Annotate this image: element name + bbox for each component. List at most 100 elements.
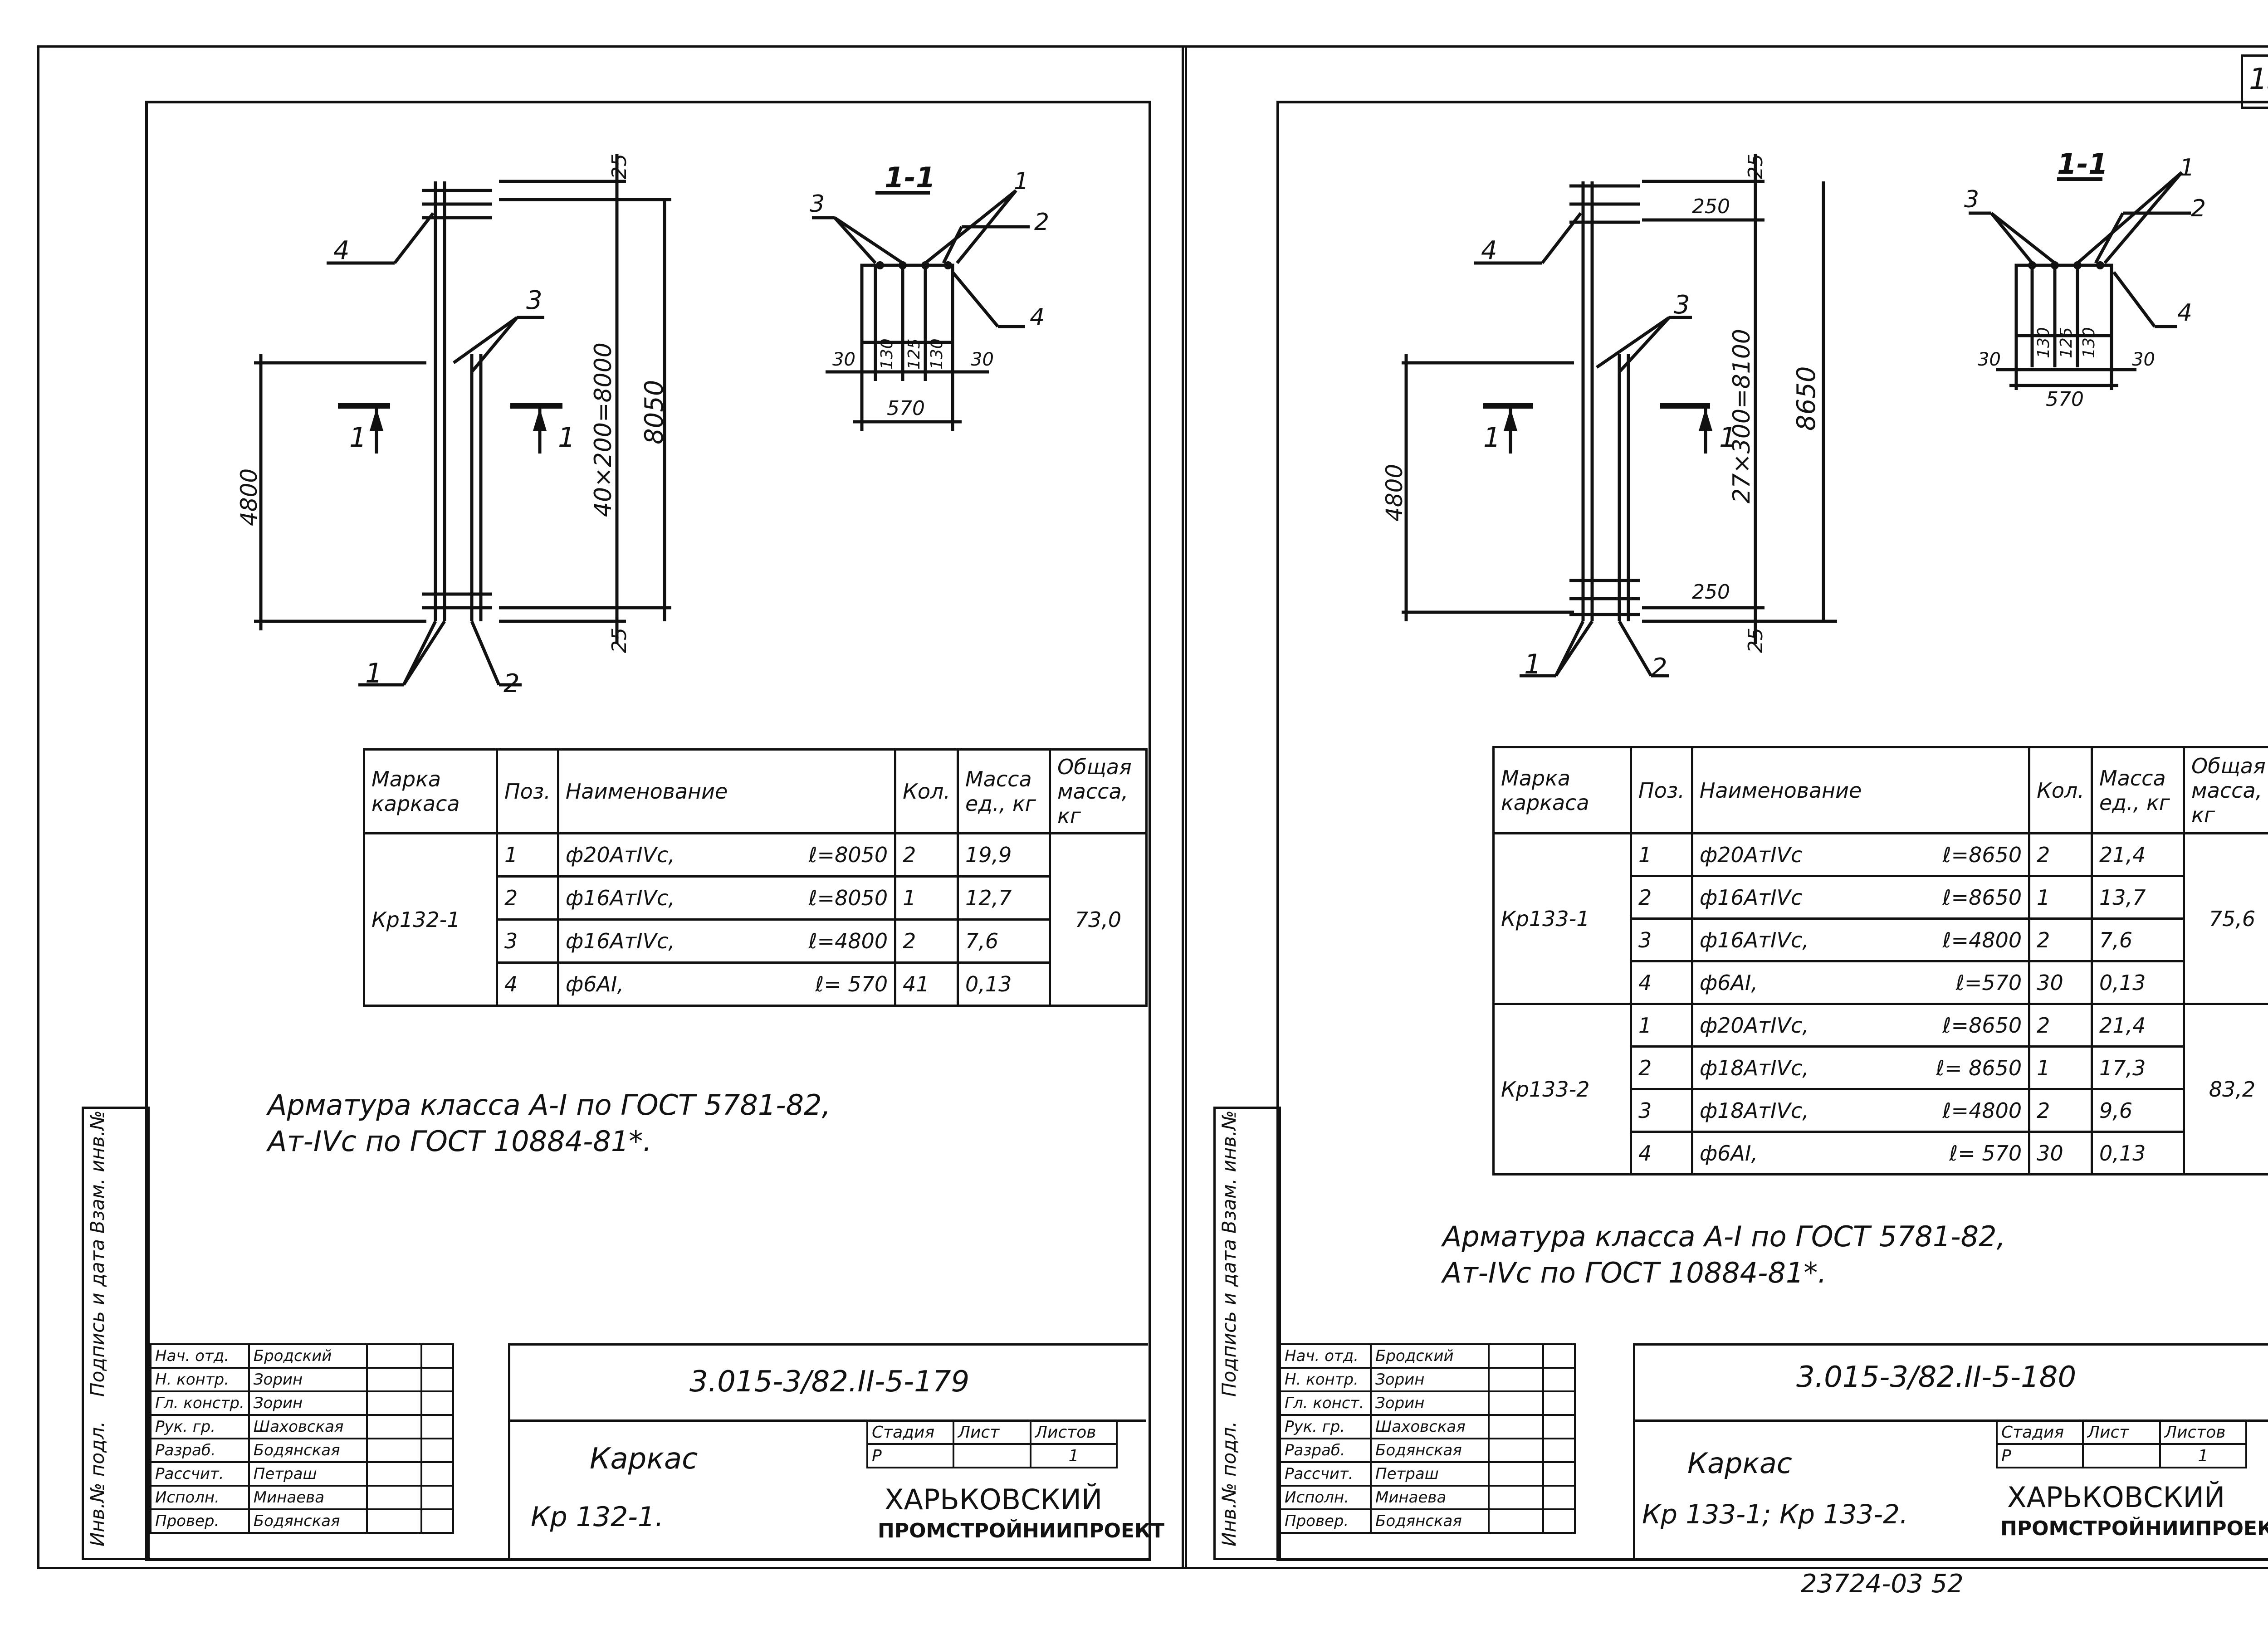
cell-name: ф6АI,	[1691, 1131, 1879, 1176]
cell-mass: 9,6	[2091, 1088, 2185, 1133]
cell-pos: 1	[496, 832, 559, 878]
left-hdr-pos: Поз.	[496, 748, 559, 834]
cell-name: ф18АтIVс,	[1691, 1045, 1879, 1090]
sign-cell	[366, 1508, 422, 1534]
sign-cell	[366, 1343, 422, 1369]
sheets-value: 1	[2159, 1443, 2247, 1468]
cell-mass: 12,7	[957, 875, 1051, 921]
name-cell: Петраш	[248, 1461, 368, 1487]
cell-len: ℓ=4800	[1878, 917, 2031, 962]
cell-pos: 3	[496, 918, 559, 964]
right-org-name-1: ХАРЬКОВСКИЙ	[2007, 1481, 2225, 1514]
role-cell: Провер.	[150, 1508, 250, 1534]
right-callout-3: 3	[1674, 290, 1690, 320]
right-dim-top: 25	[1744, 154, 1767, 179]
date-cell	[1542, 1461, 1576, 1487]
left-sec-width: 570	[887, 397, 925, 420]
name-cell: Бодянская	[248, 1438, 368, 1463]
left-spec-table: Марка каркаса Поз. Наименование Кол. Мас…	[363, 748, 1148, 1007]
date-cell	[1542, 1414, 1576, 1439]
sign-cell	[366, 1438, 422, 1463]
right-hdr-name: Наименование	[1691, 746, 2031, 834]
right-dim-end-bottom: 250	[1692, 580, 1730, 604]
name-cell: Бодянская	[1370, 1438, 1490, 1463]
cell-qty: 41	[894, 961, 959, 1007]
left-cut-mark-left: 1	[349, 422, 367, 454]
sign-cell	[1488, 1390, 1544, 1416]
left-sheet-outer-border	[37, 45, 1187, 1569]
cell-pos: 2	[1630, 1045, 1693, 1090]
cell-len: ℓ=8050	[750, 832, 897, 878]
cell-mass: 21,4	[2091, 832, 2185, 877]
cell-len: ℓ=8050	[750, 875, 897, 921]
right-hdr-total: Общая масса, кг	[2183, 746, 2268, 834]
date-cell	[420, 1461, 454, 1487]
left-sec-dim-left: 30	[832, 349, 855, 370]
cell-pos: 1	[1630, 832, 1693, 877]
sign-cell	[1488, 1414, 1544, 1439]
left-hdr-name: Наименование	[557, 748, 897, 834]
sheet-value	[953, 1443, 1031, 1468]
cell-mass: 7,6	[2091, 917, 2185, 962]
page-number-box	[2241, 54, 2268, 109]
left-note-line-1: Арматура класса А-I по ГОСТ 5781-82,	[268, 1088, 831, 1122]
right-sec-callout-3: 3	[1964, 186, 1980, 213]
sign-cell	[1488, 1485, 1544, 1510]
right-dim-span: 4800	[1381, 463, 1408, 522]
left-title-sub: Кр 132-1.	[531, 1501, 664, 1533]
table-row: 4 ф6АI, ℓ= 570 41 0,13	[364, 961, 1147, 1007]
right-mark-kr133-1: Кр133-1	[1492, 832, 1632, 1005]
right-sheet-outer-border	[1182, 45, 2268, 1569]
date-cell	[420, 1390, 454, 1416]
name-cell: Зорин	[1370, 1367, 1490, 1392]
cell-mass: 21,4	[2091, 1003, 2185, 1048]
table-row: 3 ф16АтIVс, ℓ=4800 2 7,6	[364, 918, 1147, 964]
role-cell: Разраб.	[1279, 1438, 1372, 1463]
role-cell: Нач. отд.	[150, 1343, 250, 1369]
role-cell: Нач. отд.	[1279, 1343, 1372, 1369]
name-cell: Бродский	[1370, 1343, 1490, 1369]
name-cell: Минаева	[248, 1485, 368, 1510]
sign-cell	[1488, 1438, 1544, 1463]
cell-name: ф16АтIVс,	[1691, 917, 1879, 962]
date-cell	[1542, 1485, 1576, 1510]
left-callout-4: 4	[333, 236, 350, 265]
name-cell: Зорин	[1370, 1390, 1490, 1416]
name-cell: Шаховская	[248, 1414, 368, 1439]
right-hdr-mark: Марка каркаса	[1492, 746, 1632, 834]
role-cell: Провер.	[1279, 1508, 1372, 1534]
table-row: Кр133-2 1 ф20АтIVс, ℓ=8650 2 21,4 83,2	[1492, 1003, 2268, 1176]
cell-pos: 3	[1630, 917, 1693, 962]
role-cell: Исполн.	[150, 1485, 250, 1510]
right-spec-table: Марка каркаса Поз. Наименование Кол. Мас…	[1492, 746, 2268, 1176]
cell-name: ф6АI,	[557, 961, 750, 1007]
sign-cell	[366, 1485, 422, 1510]
cell-qty: 1	[894, 875, 959, 921]
right-sec-dim-left: 30	[1978, 349, 2001, 370]
role-cell: Разраб.	[150, 1438, 250, 1463]
cell-len: ℓ=570	[1878, 960, 2031, 1005]
cell-pos: 4	[1630, 960, 1693, 1005]
left-org-name-2: ПРОМСТРОЙНИИПРОЕКТ	[878, 1519, 1165, 1542]
right-callout-4: 4	[1481, 236, 1497, 265]
cell-qty: 2	[2028, 832, 2093, 877]
stage-label: Стадия	[1996, 1419, 2084, 1445]
role-cell: Н. контр.	[150, 1367, 250, 1392]
right-note-line-1: Арматура класса А-I по ГОСТ 5781-82,	[1442, 1220, 2006, 1253]
left-callout-3: 3	[526, 286, 543, 315]
table-row: 3 ф18АтIVс, ℓ=4800 2 9,6	[1494, 1088, 2268, 1133]
right-sec-callout-1: 1	[2180, 154, 2195, 181]
cell-mass: 7,6	[957, 918, 1051, 964]
left-title-name: Каркас	[590, 1442, 698, 1476]
sign-cell	[366, 1390, 422, 1416]
cell-mass: 0,13	[2091, 1131, 2185, 1176]
role-cell: Исполн.	[1279, 1485, 1372, 1510]
stage-value: Р	[1996, 1443, 2084, 1468]
sheets-value: 1	[1030, 1443, 1118, 1468]
cell-qty: 2	[894, 832, 959, 878]
table-row: Кр132-1 1 ф20АтIVс, ℓ=8050 2 19,9 73,0	[363, 832, 1148, 1007]
cell-pos: 2	[1630, 875, 1693, 920]
sign-cell	[1488, 1508, 1544, 1534]
role-cell: Рассчит.	[150, 1461, 250, 1487]
name-cell: Петраш	[1370, 1461, 1490, 1487]
